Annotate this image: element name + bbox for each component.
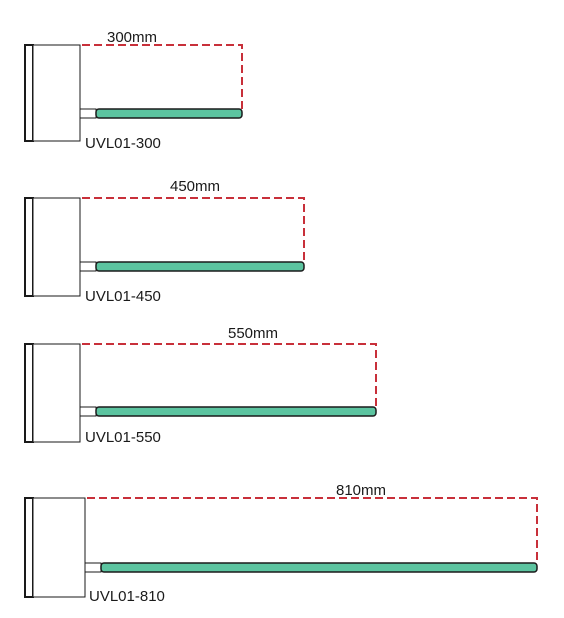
tube-connector — [84, 562, 102, 573]
tube-connector — [79, 406, 97, 417]
dimension-line — [87, 497, 538, 563]
model-label: UVL01-810 — [89, 588, 165, 605]
tube-connector — [79, 261, 97, 272]
unit-uvl01-550: 550mm UVL01-550 — [24, 325, 377, 446]
end-cap-plate — [24, 44, 34, 142]
model-label: UVL01-300 — [85, 135, 161, 152]
model-label: UVL01-550 — [85, 429, 161, 446]
lamp-housing — [32, 44, 81, 142]
length-label: 550mm — [228, 325, 278, 342]
end-cap-plate — [24, 197, 34, 297]
model-label: UVL01-450 — [85, 288, 161, 305]
uv-tube — [100, 562, 538, 573]
uv-tube — [95, 108, 243, 119]
length-label: 450mm — [170, 178, 220, 195]
dimension-line — [82, 343, 377, 407]
end-cap-plate — [24, 343, 34, 443]
lamp-housing — [32, 197, 81, 297]
end-cap-plate — [24, 497, 34, 598]
unit-uvl01-300: 300mm UVL01-300 — [24, 29, 243, 152]
lamp-housing — [32, 497, 86, 598]
uv-tube — [95, 261, 305, 272]
uv-tube — [95, 406, 377, 417]
dimension-line — [82, 197, 305, 262]
tube-connector — [79, 108, 97, 119]
unit-uvl01-810: 810mm UVL01-810 — [24, 482, 538, 605]
unit-uvl01-450: 450mm UVL01-450 — [24, 178, 305, 305]
dimension-line — [82, 44, 243, 109]
length-label: 810mm — [336, 482, 386, 499]
length-label: 300mm — [107, 29, 157, 46]
lamp-housing — [32, 343, 81, 443]
